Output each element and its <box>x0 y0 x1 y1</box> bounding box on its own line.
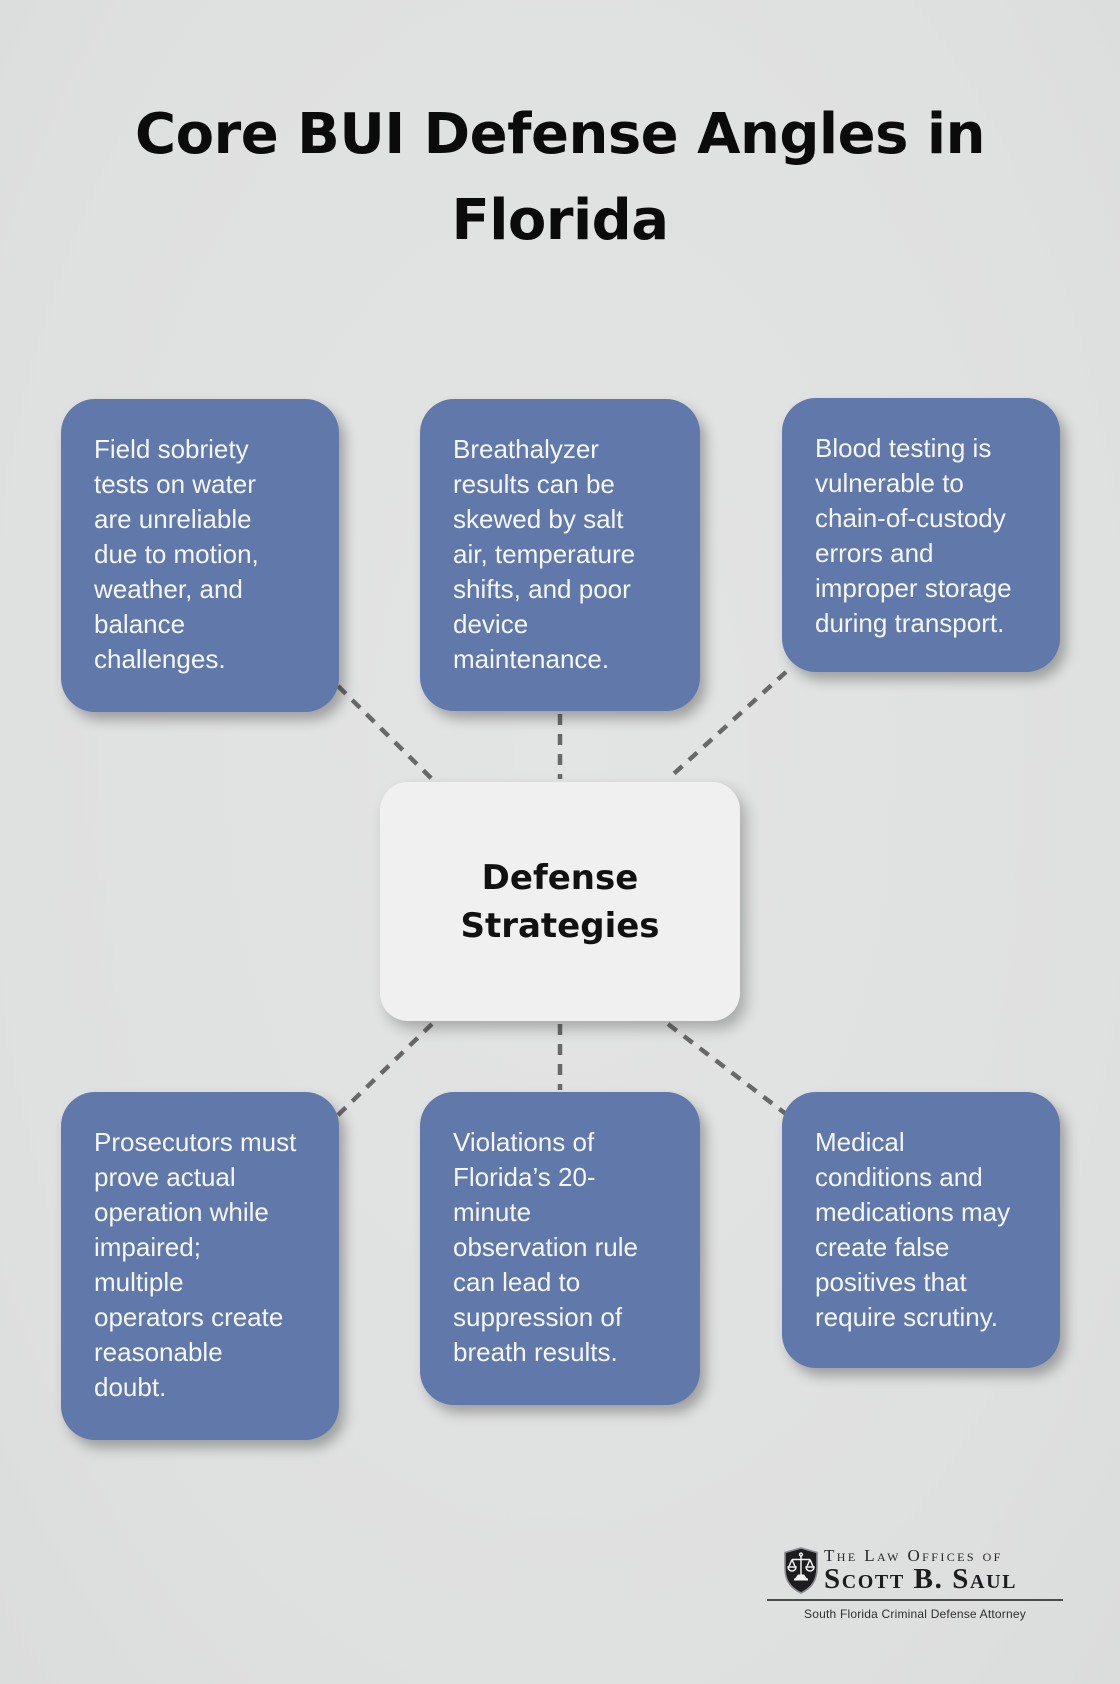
logo-row: The Law Offices of Scott B. Saul <box>767 1547 1063 1594</box>
logo-text-block: The Law Offices of Scott B. Saul <box>824 1546 1018 1595</box>
defense-point-field-sobriety: Field sobriety tests on water are unreli… <box>61 399 339 712</box>
page-title: Core BUI Defense Angles in Florida <box>135 102 986 253</box>
center-node-label: Defense Strategies <box>460 857 660 946</box>
scales-of-justice-shield-icon <box>784 1547 818 1594</box>
connector-top-left <box>336 684 434 781</box>
center-node: Defense Strategies <box>380 782 740 1021</box>
logo-firm-prefix: The Law Offices of <box>824 1546 1003 1565</box>
logo-tagline: South Florida Criminal Defense Attorney <box>804 1607 1026 1621</box>
defense-point-medical-conditions: Medical conditions and medications may c… <box>782 1092 1060 1368</box>
firm-logo: The Law Offices of Scott B. Saul South F… <box>767 1547 1063 1621</box>
defense-point-actual-operation: Prosecutors must prove actual operation … <box>61 1092 339 1440</box>
defense-point-observation-rule: Violations of Florida’s 20- minute obser… <box>420 1092 700 1405</box>
connector-bottom-left <box>335 1022 434 1118</box>
logo-firm-name: Scott B. Saul <box>824 1563 1018 1595</box>
defense-point-breathalyzer: Breathalyzer results can be skewed by sa… <box>420 399 700 711</box>
logo-divider <box>767 1599 1063 1601</box>
defense-point-blood-testing: Blood testing is vulnerable to chain-of-… <box>782 398 1060 672</box>
